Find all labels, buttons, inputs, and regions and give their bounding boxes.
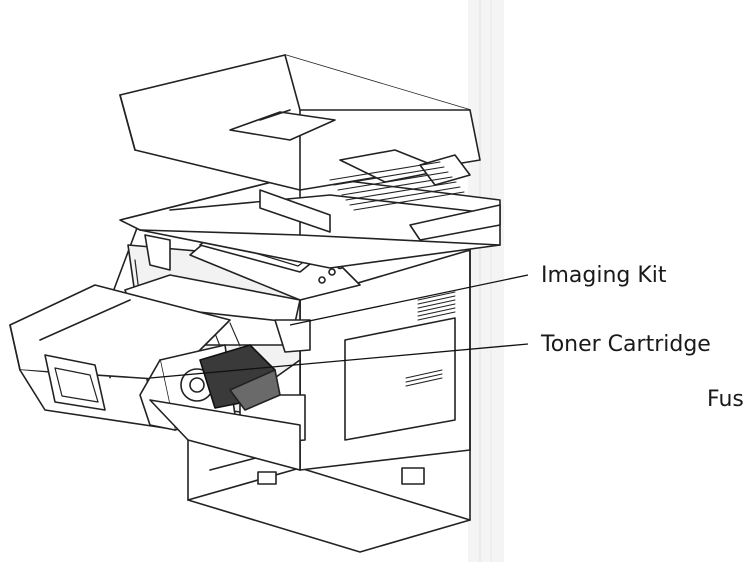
leader-toner-cartridge (149, 343, 529, 379)
callout-leaders (149, 274, 529, 379)
toner-cartridge-part (9, 284, 281, 431)
callout-fuser: Fus (707, 387, 744, 412)
front-panel (149, 399, 301, 485)
callout-toner-cartridge: Toner Cartridge (541, 332, 711, 357)
document-feeder (119, 54, 501, 269)
leader-imaging-kit (289, 274, 529, 326)
callout-imaging-kit: Imaging Kit (541, 263, 667, 288)
